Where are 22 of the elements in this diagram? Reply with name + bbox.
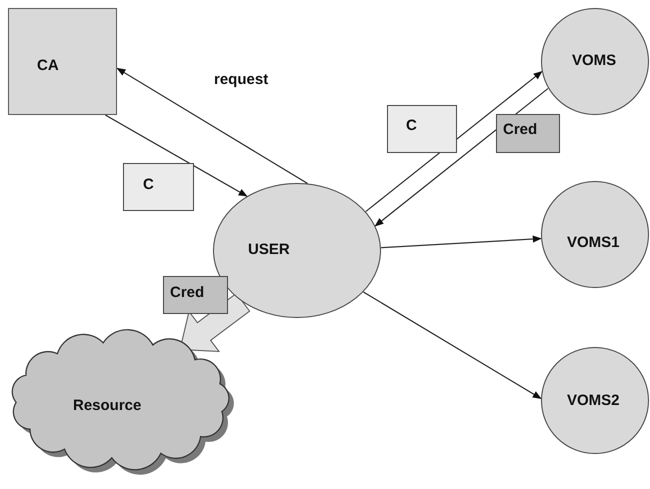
node-label: USER <box>248 241 290 258</box>
edge-label: Cred <box>163 276 228 314</box>
ca-box <box>8 8 117 115</box>
edge-label: C <box>123 163 194 211</box>
user-ellipse <box>213 183 381 318</box>
node-label: VOMS2 <box>567 392 620 409</box>
server-circle <box>541 181 649 288</box>
node-label: VOMS <box>572 52 616 69</box>
arrow <box>116 68 308 184</box>
arrow <box>380 235 542 248</box>
arrow <box>365 70 542 212</box>
arrow <box>374 88 548 226</box>
server-circle <box>541 8 649 115</box>
arrow <box>105 114 248 197</box>
edge-label: request <box>214 71 268 88</box>
edge-label: Cred <box>496 114 560 153</box>
arrow <box>363 292 542 399</box>
node-label: Resource <box>73 397 142 414</box>
node-label: CA <box>37 57 59 74</box>
server-circle <box>541 347 649 454</box>
edge-label: C <box>387 105 457 153</box>
node-label: VOMS1 <box>567 234 620 251</box>
